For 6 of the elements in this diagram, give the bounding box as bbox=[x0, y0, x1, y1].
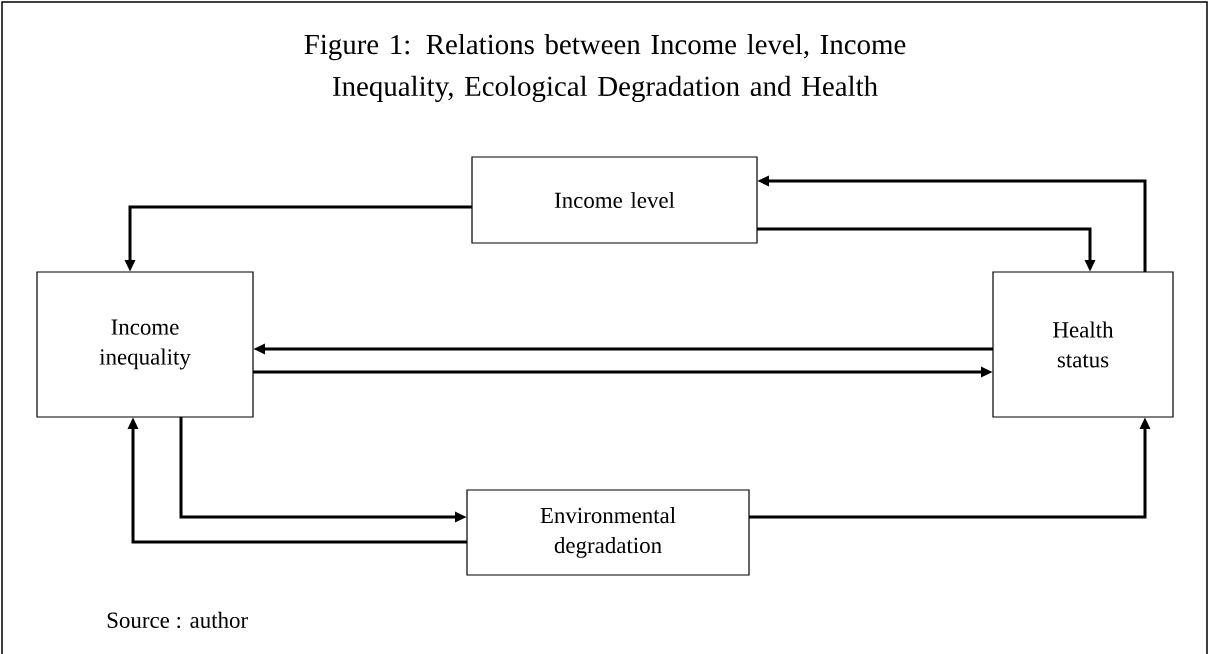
process-box: Income level bbox=[471, 156, 758, 244]
process-box: Environmental degradation bbox=[466, 489, 750, 576]
process-box: Income inequality bbox=[36, 271, 254, 418]
source-note: Source : author bbox=[107, 611, 248, 629]
title: Figure 1: Relations between Income level, Income Inequality, Ecological Degradation and Health bbox=[304, 33, 906, 103]
process-box: Health status bbox=[992, 271, 1174, 418]
